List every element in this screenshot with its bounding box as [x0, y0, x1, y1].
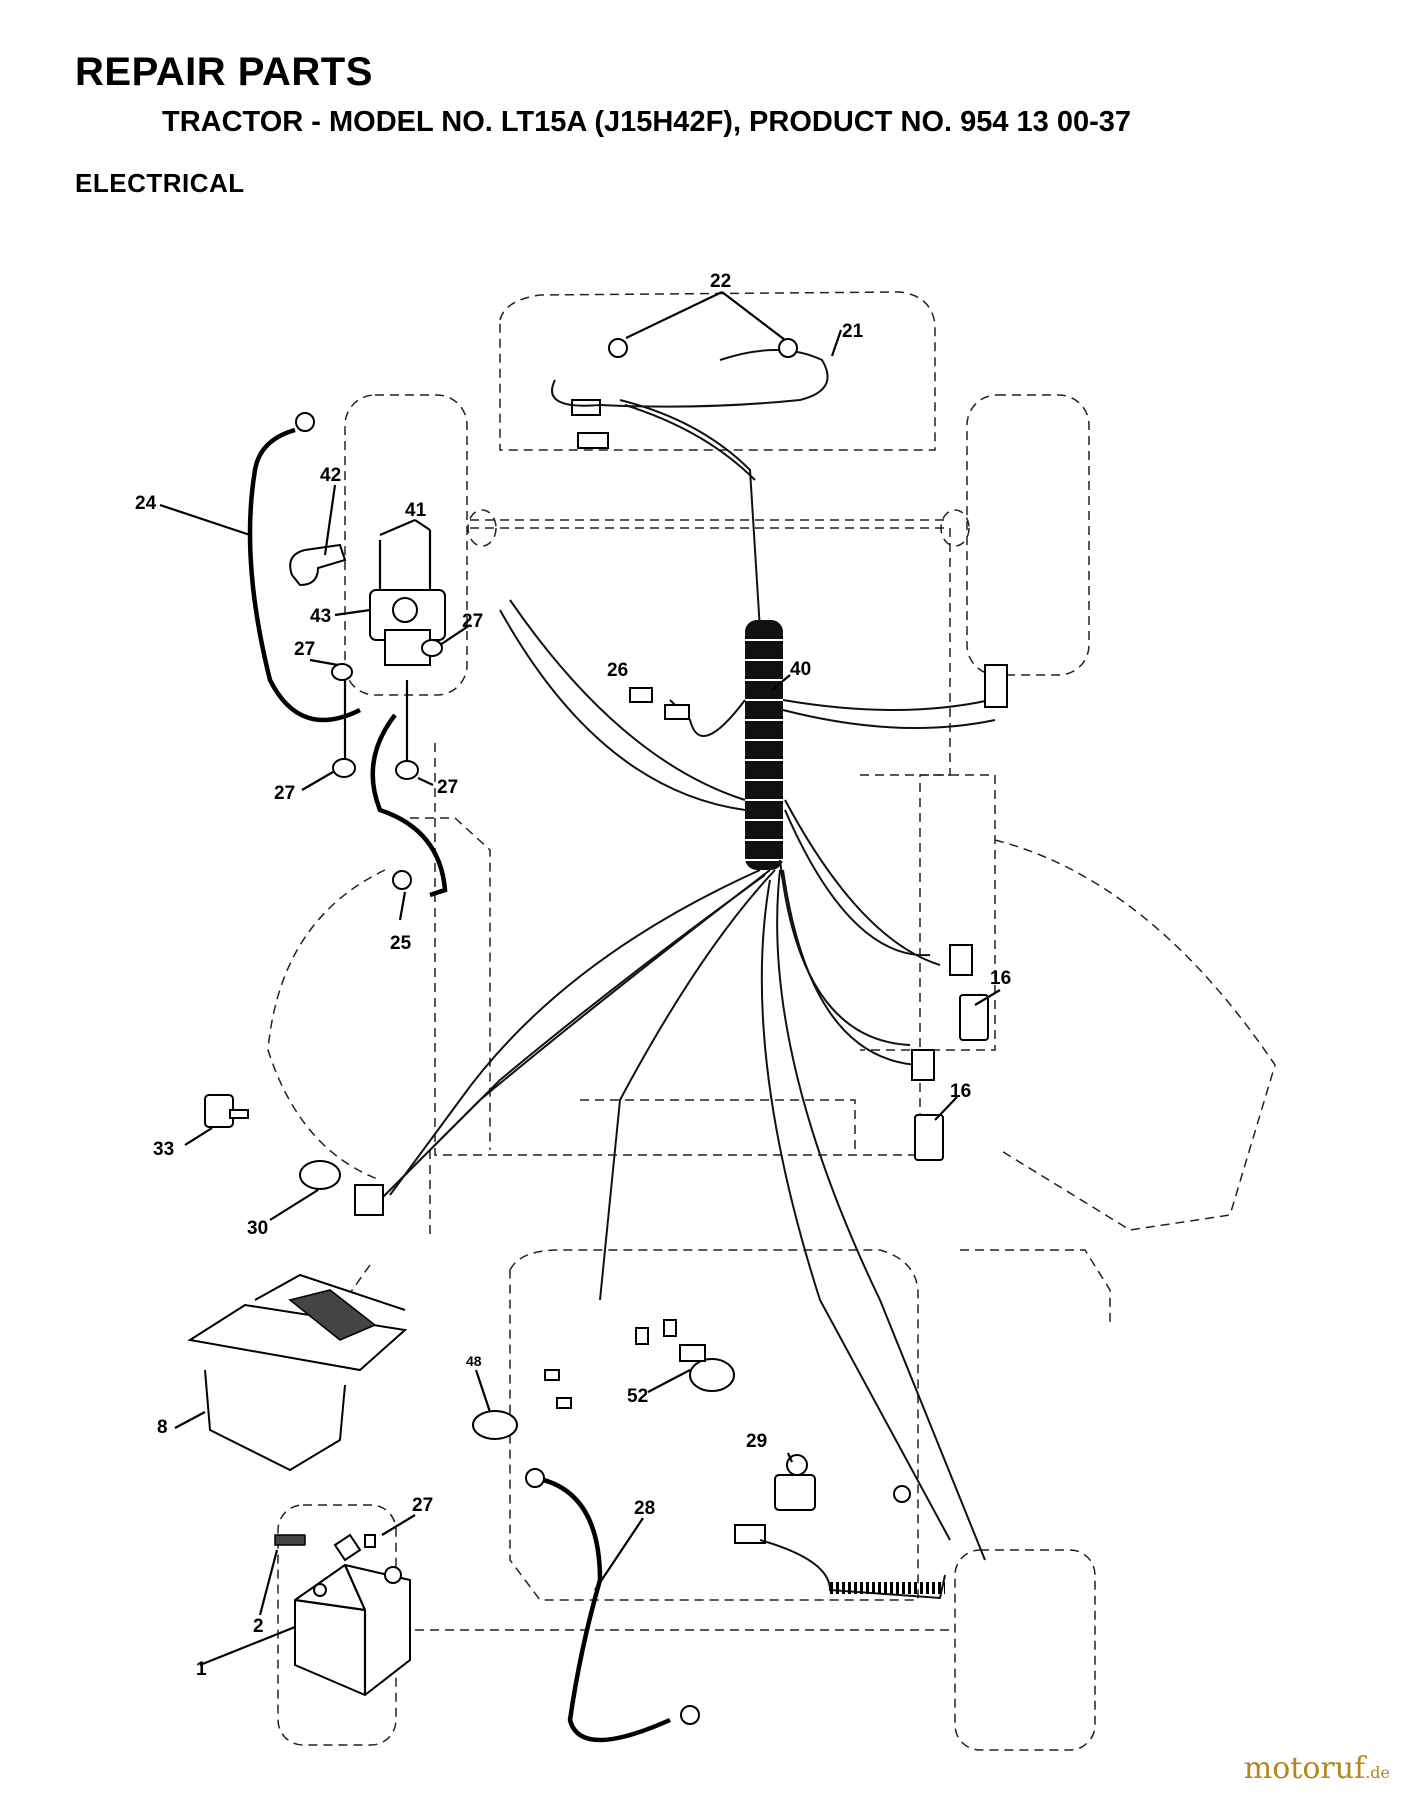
callout-27-c: 27: [274, 783, 295, 804]
callout-25: 25: [390, 933, 412, 954]
ignition-key-33: [204, 1094, 249, 1128]
callout-30: 30: [247, 1218, 268, 1239]
callout-16-b: 16: [950, 1081, 971, 1102]
callout-22: 22: [710, 271, 731, 292]
terminal-boot-42: [289, 543, 347, 587]
connector-52: [679, 1344, 706, 1362]
callout-33: 33: [153, 1139, 174, 1160]
headlight-harness-21: [551, 349, 829, 408]
callout-52: 52: [627, 1386, 648, 1407]
ring-terminal-29: [893, 1485, 911, 1503]
callout-27-a: 27: [462, 611, 483, 632]
callout-43: 43: [310, 606, 331, 627]
nut-27-b: [421, 639, 443, 657]
cable-24: [247, 427, 362, 723]
side-connector: [984, 664, 1008, 708]
nut-27-e: [364, 1534, 376, 1548]
battery-terminal: [333, 1533, 362, 1562]
watermark-logo: motoruf.de: [1244, 1751, 1390, 1786]
callout-27-e: 27: [412, 1495, 433, 1516]
callout-1: 1: [196, 1659, 207, 1680]
nut-27-c: [332, 758, 356, 778]
connector-front: [571, 399, 601, 416]
callout-27-d: 27: [437, 777, 458, 798]
callout-29: 29: [746, 1431, 767, 1452]
seat-switch-29: [774, 1454, 816, 1511]
ring-terminal-28-a: [525, 1468, 545, 1488]
callout-26: 26: [607, 660, 628, 681]
headlight-bulb-22-left: [608, 338, 628, 358]
tractor-outline: [267, 291, 1276, 1751]
switch-16-b: [911, 1049, 944, 1161]
battery-1: [294, 1563, 411, 1697]
ignition-switch-30: [299, 1160, 384, 1216]
switch-16-a: [949, 944, 989, 1041]
connector-48-b: [556, 1397, 572, 1409]
callout-labels: 22 21 42 41 24 43 27 27 27 27 26 40 25 1…: [135, 271, 1011, 1680]
callout-27-b: 27: [294, 639, 315, 660]
ring-terminal-24: [295, 412, 315, 432]
connector-mid-2: [663, 1319, 677, 1337]
callout-21: 21: [842, 321, 864, 342]
leader-lines: [159, 329, 1001, 1667]
watermark-suffix: .de: [1365, 1763, 1390, 1782]
page-title: REPAIR PARTS: [75, 50, 373, 94]
connector-26-a: [629, 687, 653, 703]
ring-terminal-25: [392, 870, 412, 890]
callout-40: 40: [790, 659, 811, 680]
callout-8: 8: [157, 1417, 168, 1438]
callout-16-a: 16: [990, 968, 1011, 989]
callout-2: 2: [253, 1616, 264, 1637]
switch-connector: [734, 1524, 766, 1544]
cable-25: [370, 713, 448, 898]
bulb-48: [472, 1410, 518, 1440]
wire-harness-40: [369, 399, 996, 1561]
connector-mid: [635, 1327, 649, 1345]
bulb-52: [689, 1358, 735, 1392]
section-heading: ELECTRICAL: [75, 168, 245, 198]
callout-48: 48: [466, 1353, 482, 1369]
callout-41: 41: [405, 500, 427, 521]
bolt-2: [274, 1534, 306, 1546]
connector-26-b: [664, 704, 690, 720]
connector-front-2: [577, 432, 609, 449]
nut-27-a: [331, 663, 353, 681]
watermark-brand: motoruf: [1243, 1751, 1366, 1786]
nut-27-d: [395, 760, 419, 780]
callout-24: 24: [135, 493, 157, 514]
callout-28: 28: [634, 1498, 655, 1519]
connector-48-a: [544, 1369, 560, 1381]
cable-28: [534, 1475, 671, 1743]
solenoid-43: [369, 530, 446, 666]
headlight-bulb-22-right: [778, 338, 798, 358]
battery-box-8: [187, 1273, 408, 1472]
callout-42: 42: [320, 465, 341, 486]
ring-terminal-28-b: [680, 1705, 700, 1725]
model-subtitle: TRACTOR - MODEL NO. LT15A (J15H42F), PRO…: [162, 106, 1132, 138]
